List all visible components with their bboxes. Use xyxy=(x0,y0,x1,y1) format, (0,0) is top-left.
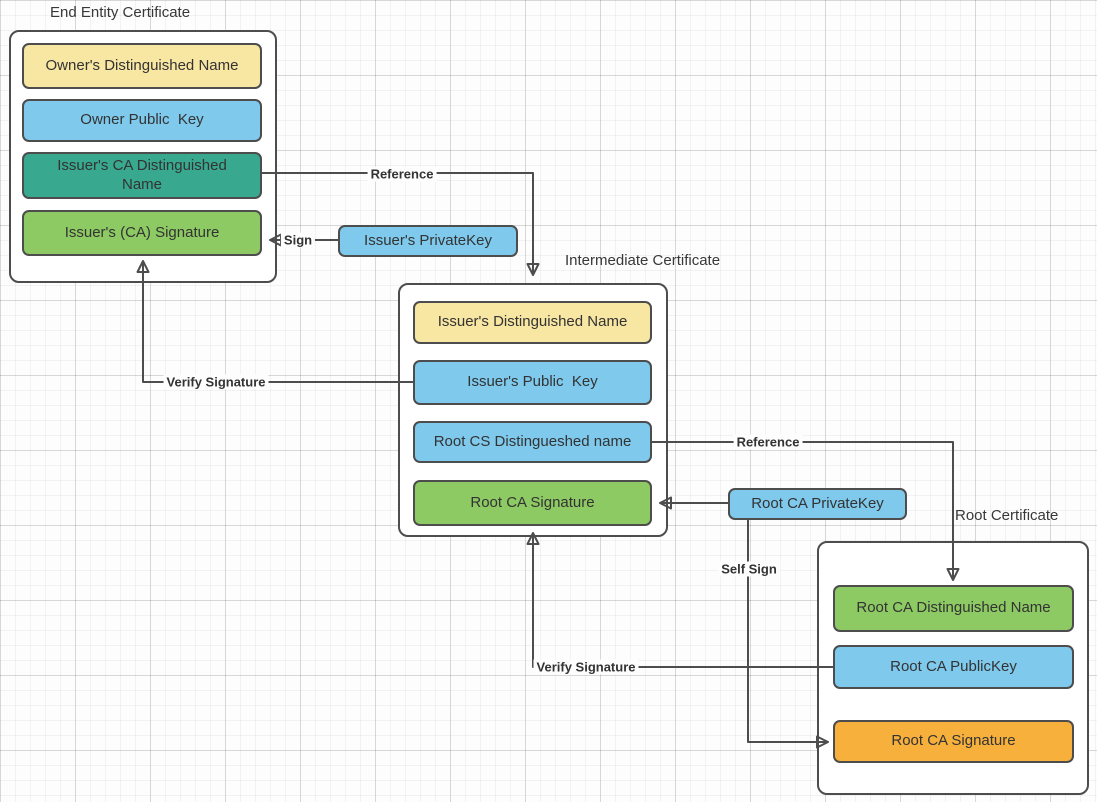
root-certificate-title: Root Certificate xyxy=(955,507,1059,524)
issuers-ca-signature-box[interactable]: Issuer's (CA) Signature xyxy=(22,210,262,256)
root-ca-signature-intermediate-box[interactable]: Root CA Signature xyxy=(413,480,652,526)
owners-distinguished-name-box[interactable]: Owner's Distinguished Name xyxy=(22,43,262,89)
root-cs-distingueshed-name-box[interactable]: Root CS Distingueshed name xyxy=(413,421,652,463)
reference-label-middle: Reference xyxy=(733,434,803,450)
issuers-public-key-box[interactable]: Issuer's Public Key xyxy=(413,360,652,405)
edge-reference-end-to-intermediate xyxy=(262,172,540,276)
intermediate-certificate-title: Intermediate Certificate xyxy=(565,252,721,269)
end-entity-certificate-title: End Entity Certificate xyxy=(50,4,191,21)
issuers-ca-distinguished-name-box[interactable]: Issuer's CA Distinguished Name xyxy=(22,152,262,199)
root-ca-private-key-box[interactable]: Root CA PrivateKey xyxy=(728,488,907,520)
issuers-distinguished-name-box[interactable]: Issuer's Distinguished Name xyxy=(413,301,652,344)
reference-label-top: Reference xyxy=(367,166,437,182)
sign-label: Sign xyxy=(280,232,316,248)
owner-public-key-box[interactable]: Owner Public Key xyxy=(22,99,262,142)
edge-verify-signature-root xyxy=(526,532,833,668)
verify-signature-label-left: Verify Signature xyxy=(163,374,269,390)
root-ca-public-key-box[interactable]: Root CA PublicKey xyxy=(833,645,1074,689)
root-ca-distinguished-name-box[interactable]: Root CA Distinguished Name xyxy=(833,585,1074,632)
root-ca-signature-root-box[interactable]: Root CA Signature xyxy=(833,720,1074,763)
issuers-private-key-box[interactable]: Issuer's PrivateKey xyxy=(338,225,518,257)
self-sign-label: Self Sign xyxy=(718,561,780,577)
edge-self-sign xyxy=(747,520,829,749)
verify-signature-label-right: Verify Signature xyxy=(533,659,639,675)
